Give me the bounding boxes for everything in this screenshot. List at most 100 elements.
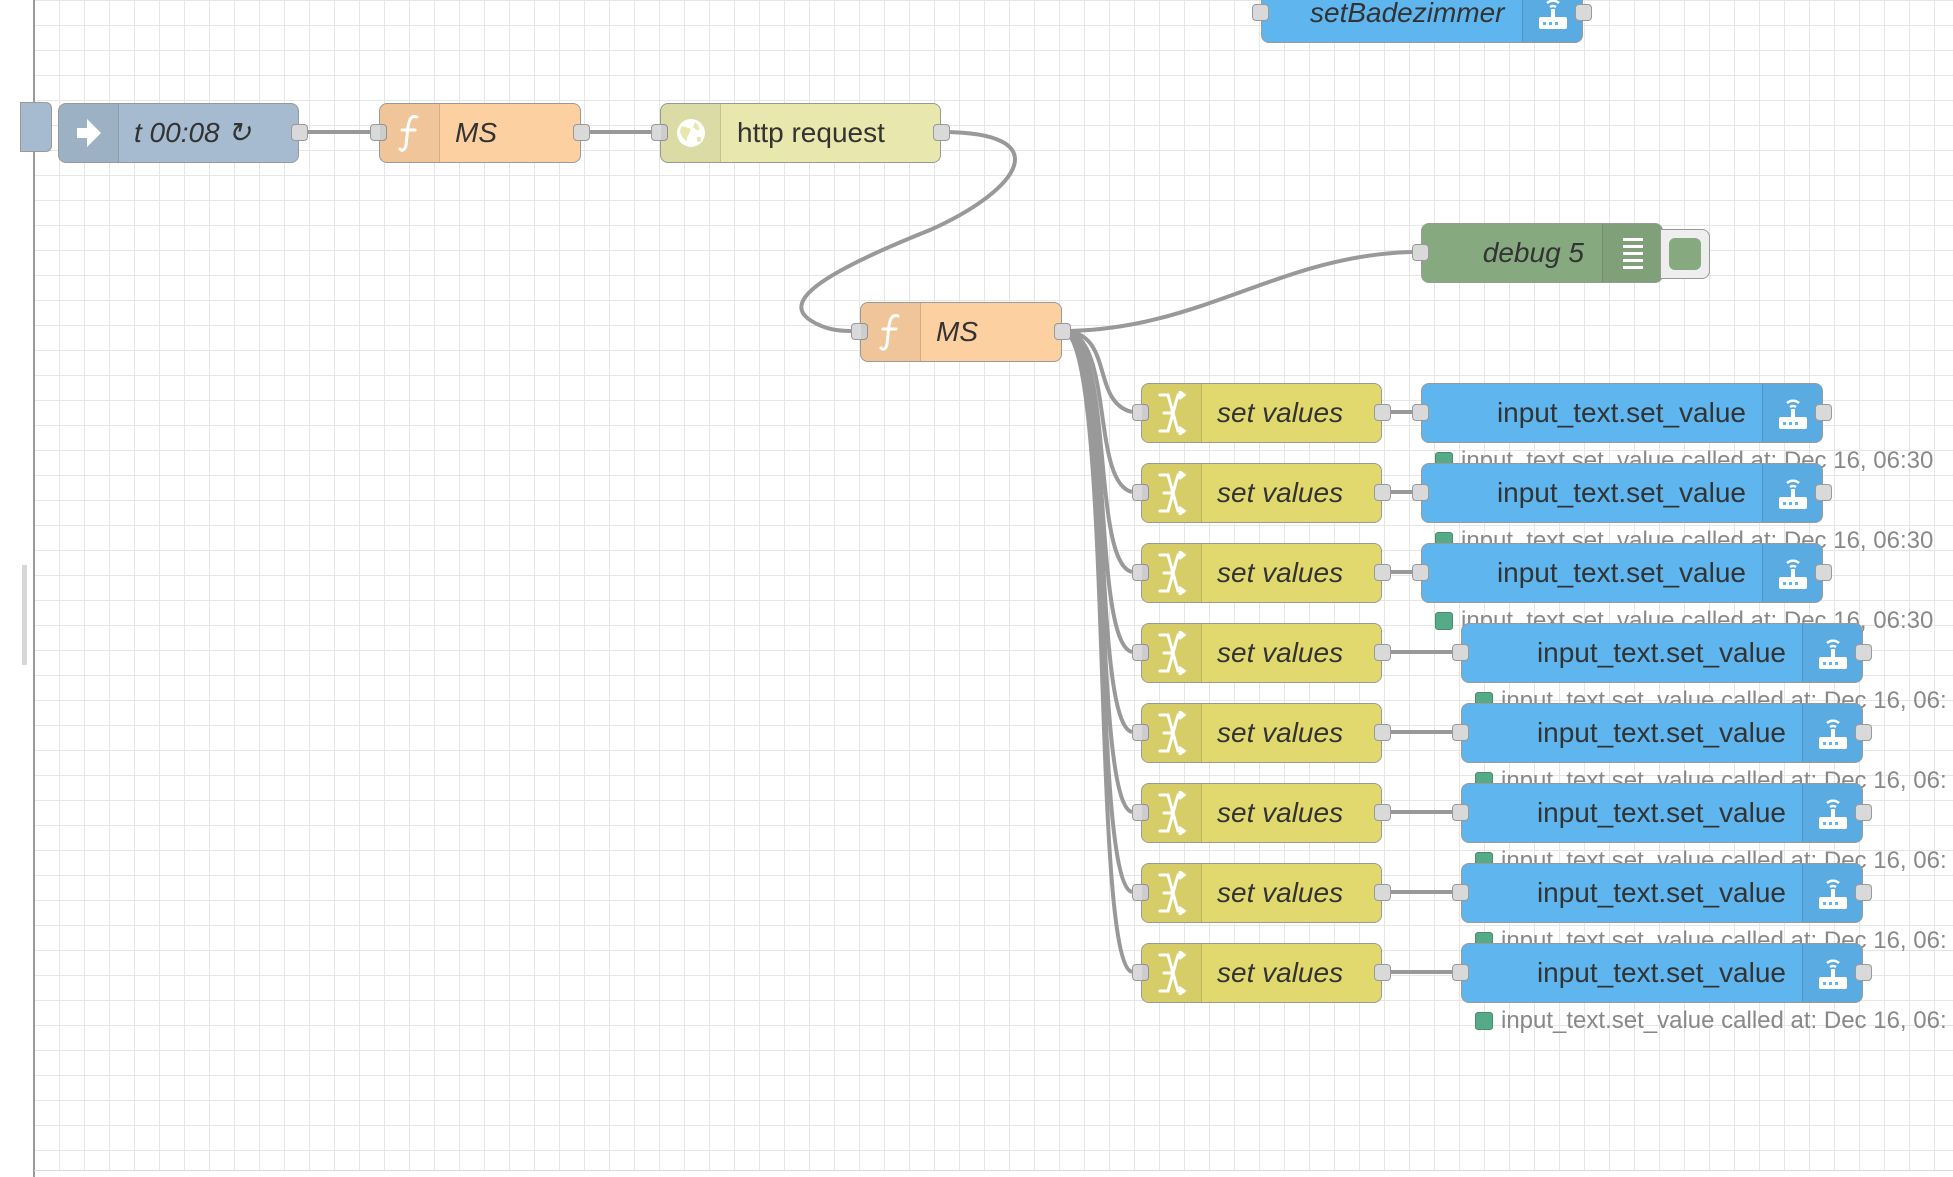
inject-arrow-icon [59, 104, 119, 162]
debug-node-label: debug 5 [1482, 237, 1584, 268]
change-input-port[interactable] [1132, 564, 1149, 581]
debug-toggle-button[interactable] [1660, 229, 1710, 279]
ha-node-input-text-set-value[interactable]: input_text.set_value [1452, 943, 1872, 1003]
change-shuffle-icon [1142, 784, 1202, 842]
status-dot [1435, 612, 1453, 630]
change-node-set-values[interactable]: set values [1132, 703, 1391, 763]
offscreen-node-stub[interactable] [20, 102, 52, 152]
change-node-set-values[interactable]: set values [1132, 623, 1391, 683]
home-assistant-icon [1762, 384, 1822, 442]
ha-output-port[interactable] [1855, 724, 1872, 741]
change-node-set-values[interactable]: set values [1132, 863, 1391, 923]
http-request-label: http request [737, 117, 885, 148]
change-output-port[interactable] [1374, 484, 1391, 501]
change-node-set-values[interactable]: set values [1132, 383, 1391, 443]
ha-node-status: input_text.set_value called at: Dec 16, … [1475, 1007, 1947, 1034]
change-shuffle-icon [1142, 704, 1202, 762]
sidebar-resize-handle[interactable] [22, 565, 27, 665]
change-output-port[interactable] [1374, 644, 1391, 661]
debug-input-port[interactable] [1412, 244, 1429, 261]
ha-output-port[interactable] [1855, 644, 1872, 661]
ha-node-input-text-set-value[interactable]: input_text.set_value [1452, 863, 1872, 923]
http-request-node[interactable]: http request [651, 103, 950, 163]
ha-output-port[interactable] [1815, 404, 1832, 421]
change-shuffle-icon [1142, 464, 1202, 522]
ha-node-label: input_text.set_value [1536, 717, 1786, 748]
function-2-label: MS [936, 316, 978, 347]
change-output-port[interactable] [1374, 964, 1391, 981]
ha-node-label: input_text.set_value [1496, 557, 1746, 588]
change-input-port[interactable] [1132, 884, 1149, 901]
ha-input-port[interactable] [1412, 484, 1429, 501]
change-output-port[interactable] [1374, 564, 1391, 581]
http-input-port[interactable] [651, 124, 668, 141]
ha-input-port[interactable] [1412, 404, 1429, 421]
inject-output-port[interactable] [291, 124, 308, 141]
home-assistant-icon [1802, 944, 1862, 1002]
ha-input-port[interactable] [1452, 724, 1469, 741]
palette-divider [33, 0, 35, 1177]
change-input-port[interactable] [1132, 804, 1149, 821]
change-node-label: set values [1217, 637, 1344, 668]
ha-node-label: input_text.set_value [1496, 477, 1746, 508]
change-input-port[interactable] [1132, 964, 1149, 981]
ha-top-output-port[interactable] [1575, 4, 1592, 21]
change-node-label: set values [1217, 877, 1344, 908]
function-node-ms-2[interactable]: MS [851, 302, 1071, 362]
ha-node-input-text-set-value[interactable]: input_text.set_value [1452, 783, 1872, 843]
ha-output-port[interactable] [1815, 564, 1832, 581]
change-node-label: set values [1217, 477, 1344, 508]
change-output-port[interactable] [1374, 804, 1391, 821]
globe-icon [661, 104, 721, 162]
ha-input-port[interactable] [1452, 884, 1469, 901]
change-shuffle-icon [1142, 624, 1202, 682]
function-input-port[interactable] [370, 124, 387, 141]
ha-node-setbadezimmer[interactable]: setBadezimmer [1252, 0, 1592, 43]
ha-node-input-text-set-value[interactable]: input_text.set_value [1412, 463, 1832, 523]
change-shuffle-icon [1142, 944, 1202, 1002]
ha-top-input-port[interactable] [1252, 4, 1269, 21]
change-node-label: set values [1217, 557, 1344, 588]
inject-node-label: t 00:08 ↻ [134, 117, 251, 148]
change-input-port[interactable] [1132, 404, 1149, 421]
change-node-set-values[interactable]: set values [1132, 783, 1391, 843]
change-output-port[interactable] [1374, 724, 1391, 741]
home-assistant-icon [1762, 544, 1822, 602]
inject-node[interactable]: t 00:08 ↻ [58, 103, 308, 163]
change-output-port[interactable] [1374, 884, 1391, 901]
home-assistant-icon [1762, 464, 1822, 522]
change-output-port[interactable] [1374, 404, 1391, 421]
status-text: input_text.set_value called at: Dec 16, … [1501, 1007, 1947, 1034]
change-node-set-values[interactable]: set values [1132, 943, 1391, 1003]
change-node-set-values[interactable]: set values [1132, 463, 1391, 523]
change-node-label: set values [1217, 797, 1344, 828]
ha-node-input-text-set-value[interactable]: input_text.set_value [1412, 543, 1832, 603]
http-output-port[interactable] [933, 124, 950, 141]
debug-list-icon [1602, 224, 1662, 282]
ha-input-port[interactable] [1452, 644, 1469, 661]
function-2-input-port[interactable] [851, 323, 868, 340]
ha-node-input-text-set-value[interactable]: input_text.set_value [1452, 623, 1872, 683]
ha-node-input-text-set-value[interactable]: input_text.set_value [1412, 383, 1832, 443]
workspace-bottom-edge [34, 1170, 1953, 1171]
ha-output-port[interactable] [1815, 484, 1832, 501]
function-output-port[interactable] [573, 124, 590, 141]
home-assistant-icon [1802, 784, 1862, 842]
function-node-ms[interactable]: MS [370, 103, 590, 163]
ha-input-port[interactable] [1452, 964, 1469, 981]
ha-input-port[interactable] [1452, 804, 1469, 821]
ha-output-port[interactable] [1855, 804, 1872, 821]
change-node-set-values[interactable]: set values [1132, 543, 1391, 603]
ha-input-port[interactable] [1412, 564, 1429, 581]
change-input-port[interactable] [1132, 724, 1149, 741]
change-shuffle-icon [1142, 384, 1202, 442]
home-assistant-icon [1802, 704, 1862, 762]
debug-node[interactable]: debug 5 [1412, 223, 1663, 283]
ha-output-port[interactable] [1855, 964, 1872, 981]
change-input-port[interactable] [1132, 484, 1149, 501]
function-2-output-port[interactable] [1054, 323, 1071, 340]
ha-output-port[interactable] [1855, 884, 1872, 901]
change-input-port[interactable] [1132, 644, 1149, 661]
ha-node-input-text-set-value[interactable]: input_text.set_value [1452, 703, 1872, 763]
